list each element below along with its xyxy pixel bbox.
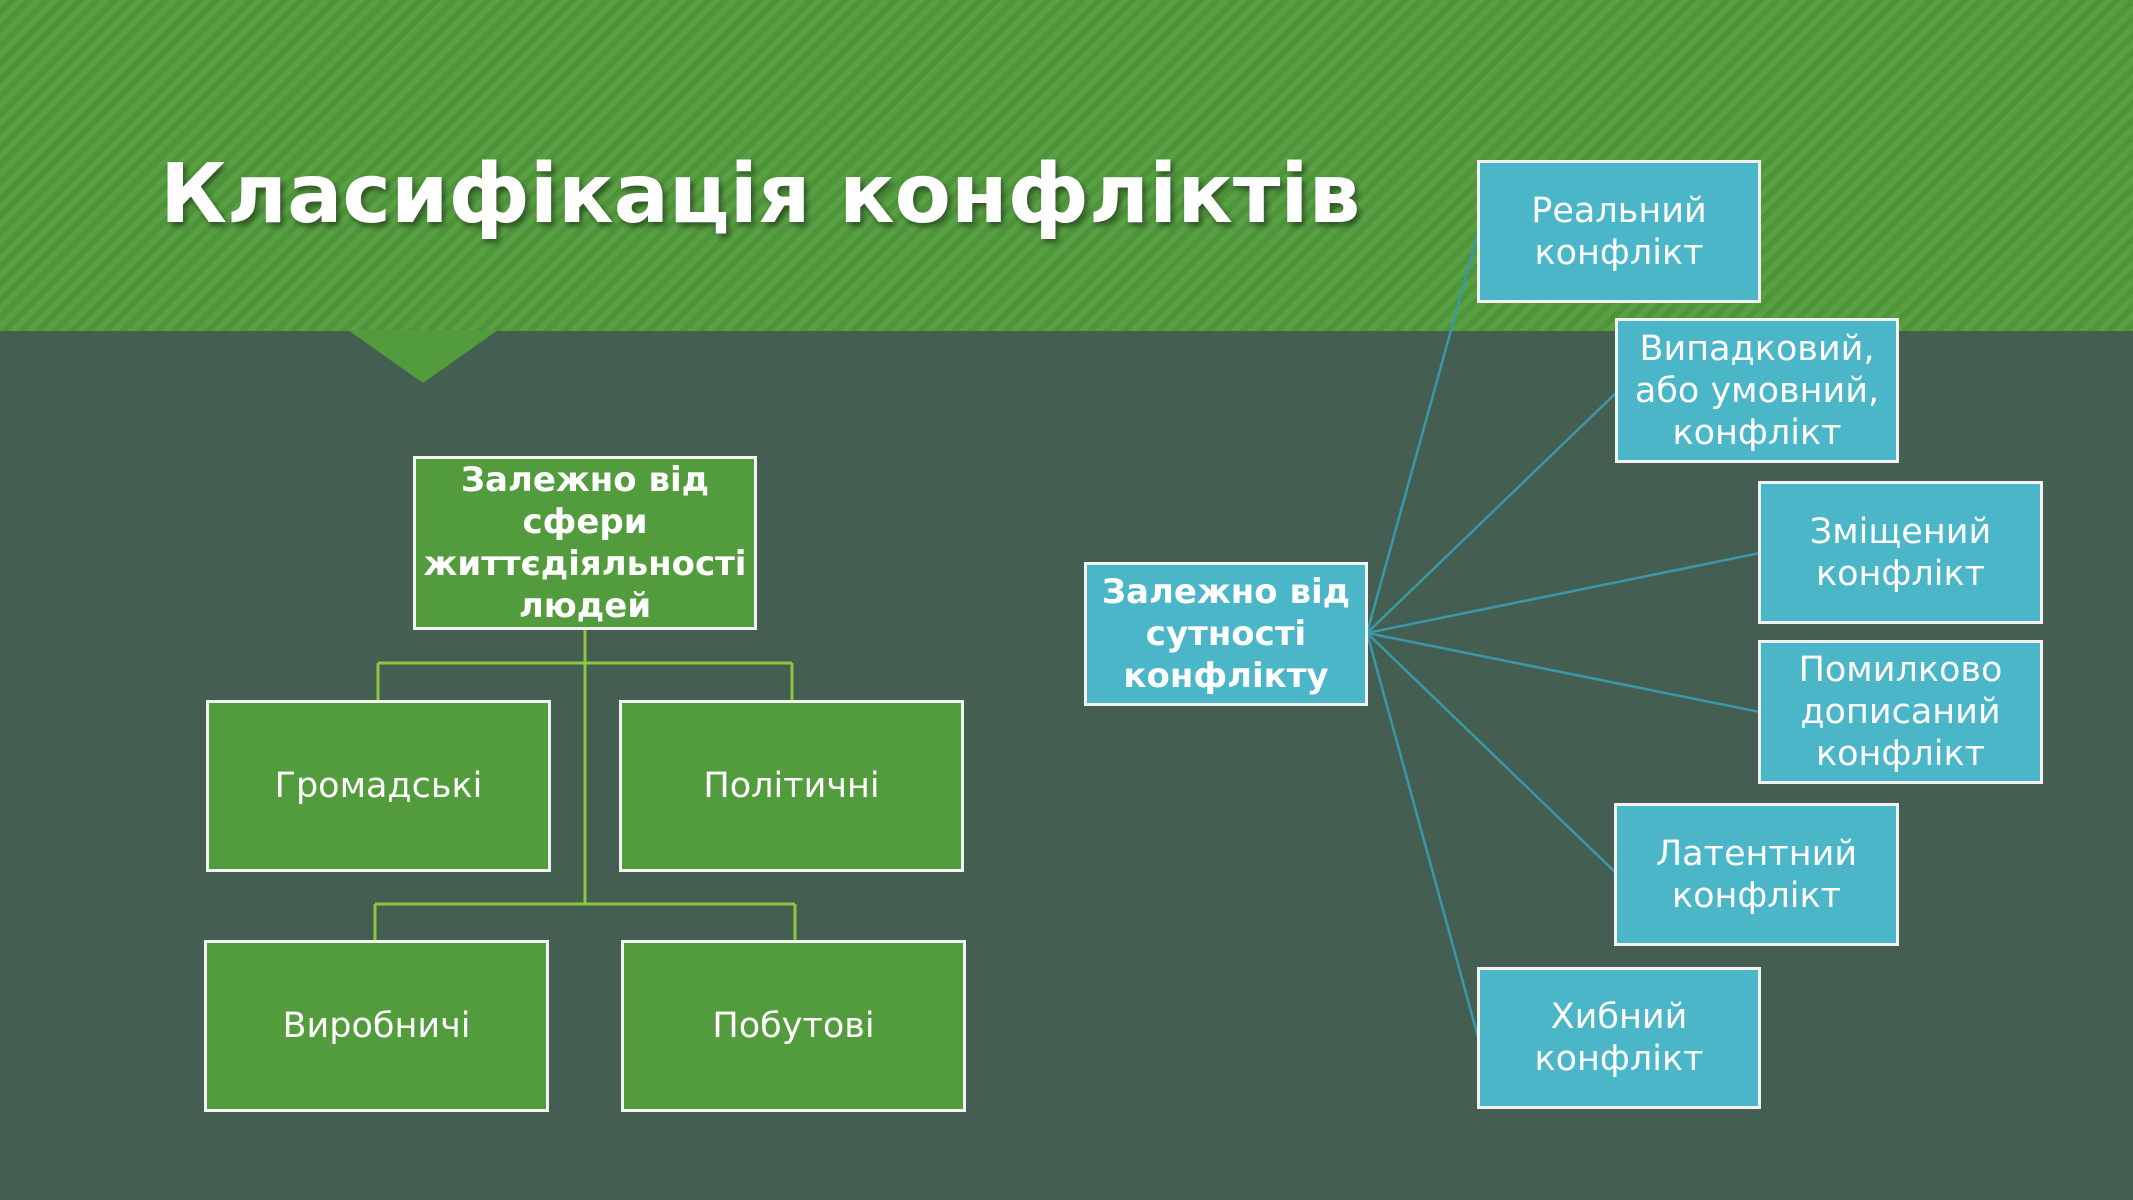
right-root-box: Залежно від сутності конфлікту xyxy=(1084,562,1368,706)
category-box-industrial: Виробничі xyxy=(204,940,549,1112)
header-notch xyxy=(348,330,498,383)
type-box-latent: Латентний конфлікт xyxy=(1614,803,1899,946)
category-box-domestic: Побутові xyxy=(621,940,966,1112)
type-box-real: Реальний конфлікт xyxy=(1477,160,1761,303)
category-box-political: Політичні xyxy=(619,700,964,872)
type-box-misattributed: Помилково дописаний конфлікт xyxy=(1758,640,2043,784)
type-box-false: Хибний конфлікт xyxy=(1477,967,1761,1109)
header-band xyxy=(0,0,2133,331)
left-root-box: Залежно від сфери життєдіяльності людей xyxy=(413,456,757,630)
type-box-displaced: Зміщений конфлікт xyxy=(1758,481,2043,624)
slide-title: Класифікація конфліктів xyxy=(160,147,1361,242)
type-box-accidental: Випадковий, або умовний, конфлікт xyxy=(1615,318,1899,463)
right-tree-connectors xyxy=(1365,232,1761,1038)
left-tree-connectors xyxy=(373,630,797,940)
category-box-civic: Громадські xyxy=(206,700,551,872)
